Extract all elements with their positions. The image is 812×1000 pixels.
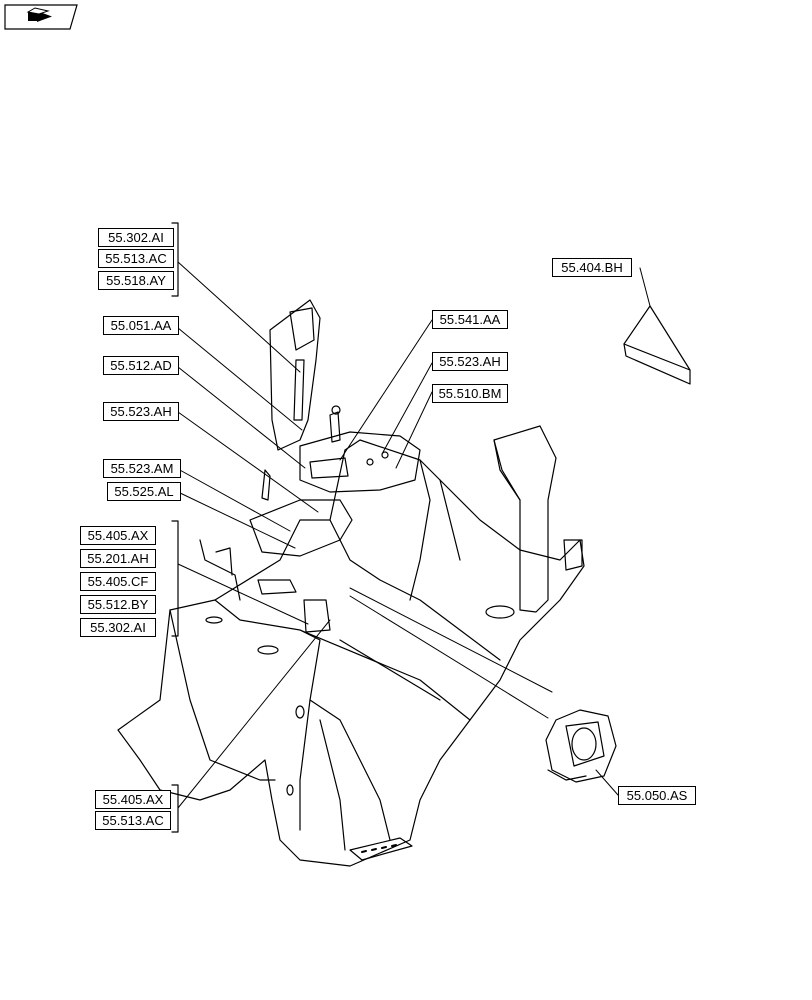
part-ref-label[interactable]: 55.523.AH — [103, 402, 179, 421]
part-ref-label[interactable]: 55.050.AS — [618, 786, 696, 805]
part-ref-label[interactable]: 55.512.AD — [103, 356, 179, 375]
part-ref-label[interactable]: 55.513.AC — [95, 811, 171, 830]
group-bracket — [171, 222, 179, 833]
leader-lines — [177, 261, 651, 809]
nav-tab[interactable] — [4, 4, 78, 30]
part-ref-label[interactable]: 55.525.AL — [107, 482, 181, 501]
part-ref-label[interactable]: 55.404.BH — [552, 258, 632, 277]
part-ref-label[interactable]: 55.518.AY — [98, 271, 174, 290]
part-ref-label[interactable]: 55.051.AA — [103, 316, 179, 335]
part-ref-label[interactable]: 55.510.BM — [432, 384, 508, 403]
part-ref-label[interactable]: 55.523.AH — [432, 352, 508, 371]
part-ref-label[interactable]: 55.405.CF — [80, 572, 156, 591]
part-ref-label[interactable]: 55.541.AA — [432, 310, 508, 329]
part-ref-label[interactable]: 55.302.AI — [80, 618, 156, 637]
part-ref-label[interactable]: 55.523.AM — [103, 459, 181, 478]
part-ref-label[interactable]: 55.302.AI — [98, 228, 174, 247]
part-ref-label[interactable]: 55.405.AX — [95, 790, 171, 809]
part-ref-label[interactable]: 55.513.AC — [98, 249, 174, 268]
navigation-arrow-icon — [26, 7, 52, 22]
part-ref-label[interactable]: 55.201.AH — [80, 549, 156, 568]
part-ref-label[interactable]: 55.405.AX — [80, 526, 156, 545]
part-ref-label[interactable]: 55.512.BY — [80, 595, 156, 614]
